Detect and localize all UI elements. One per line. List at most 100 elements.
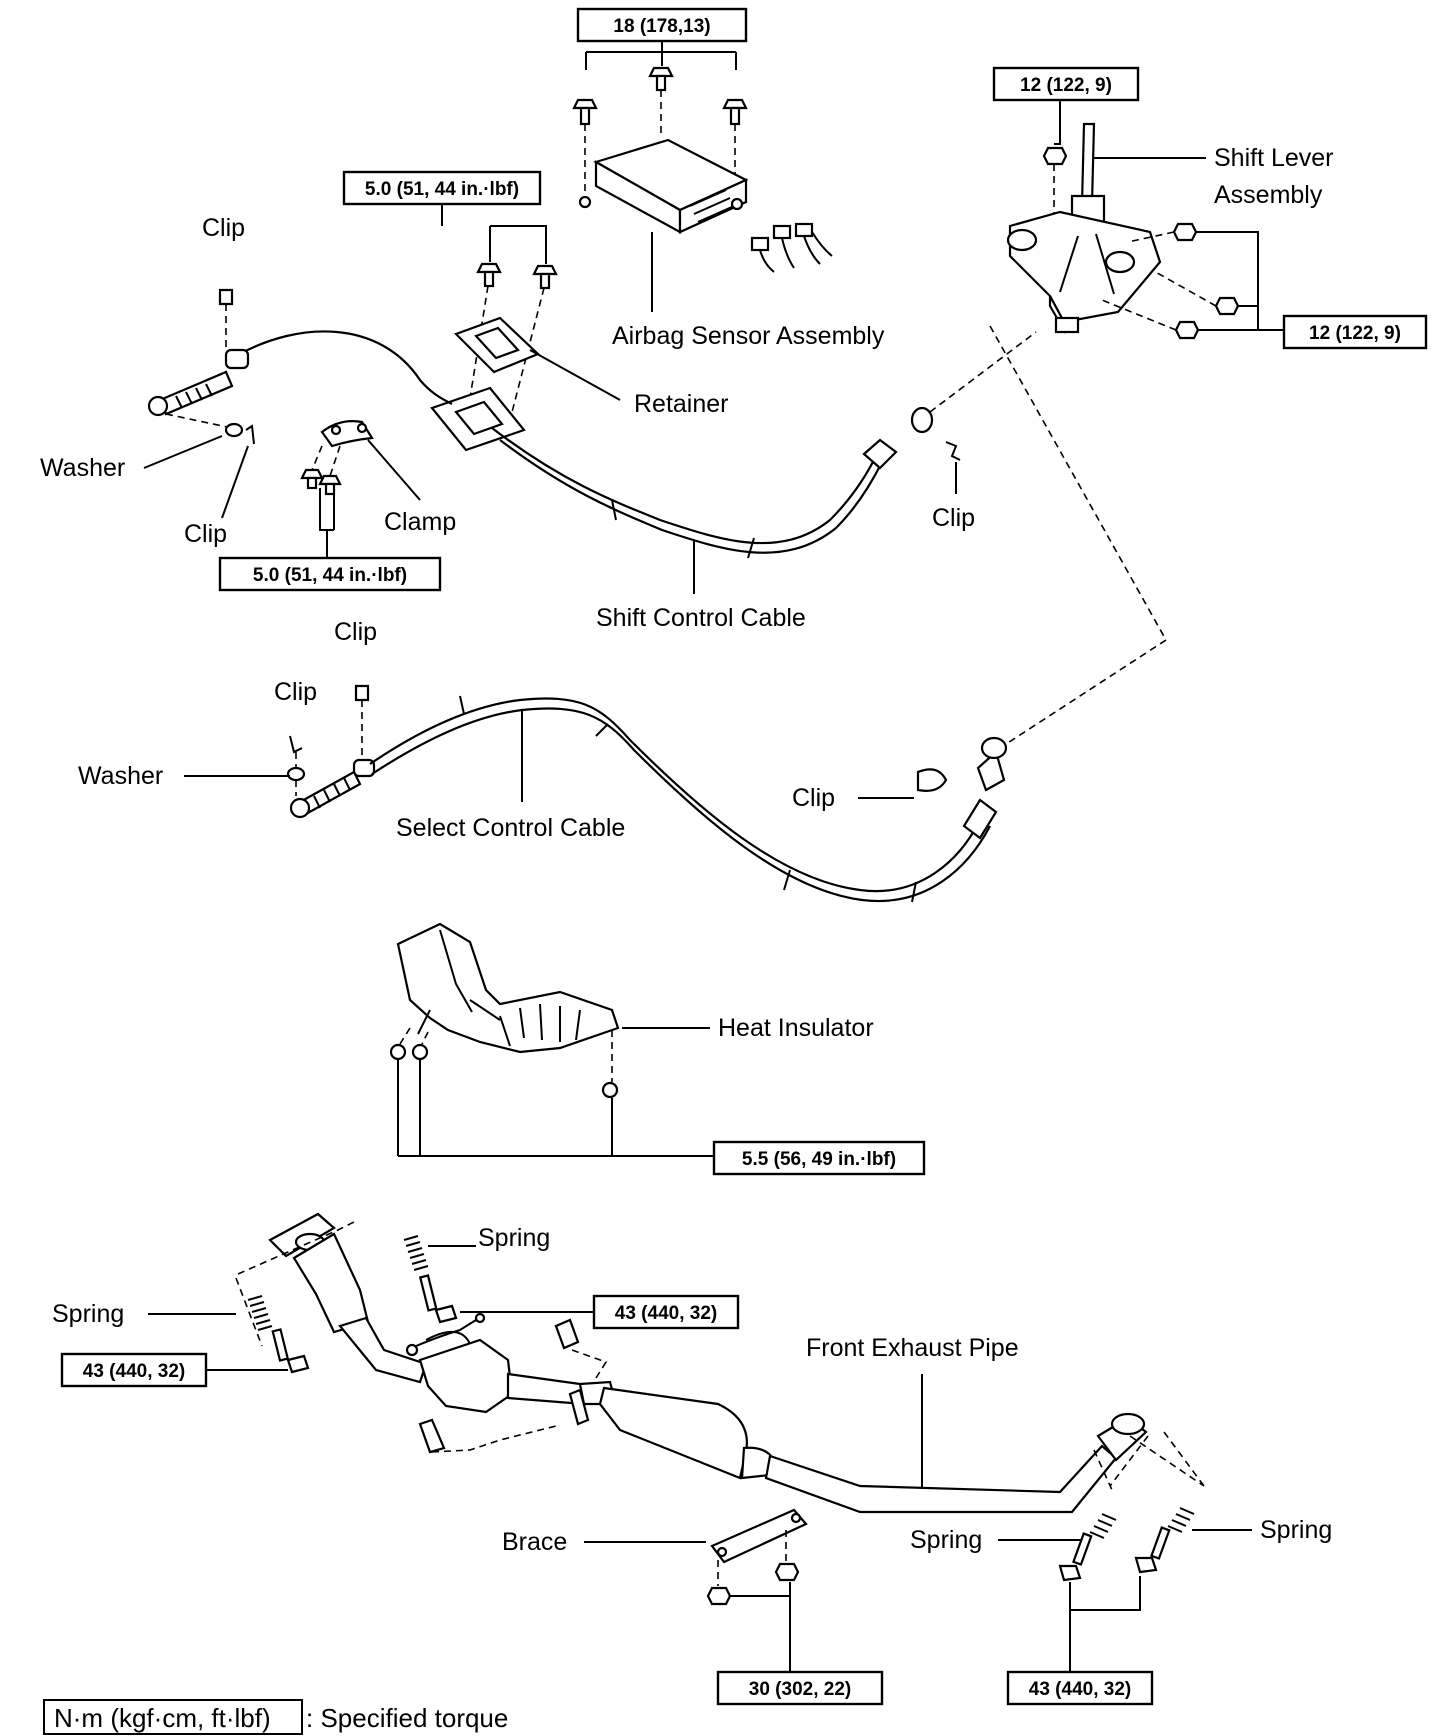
legend-unit-text: N·m (kgf·cm, ft·lbf) <box>54 1703 271 1733</box>
torque-exhaust-front-text: 43 (440, 32) <box>615 1303 717 1324</box>
torque-box-shift-lever-top <box>992 66 1140 102</box>
bolt-icon <box>1134 1526 1171 1574</box>
bolt-icon <box>418 1274 458 1324</box>
nut-icon <box>1214 296 1240 316</box>
legend: N·m (kgf·cm, ft·lbf) : Specified torque <box>43 1699 508 1735</box>
shift-cable-main <box>491 427 877 545</box>
label-clamp: Clamp <box>384 508 456 536</box>
shift-lever-icon <box>1006 122 1162 335</box>
torque-clamp-text: 5.0 (51, 44 in.·lbf) <box>253 565 407 586</box>
spring-icon <box>403 1235 429 1271</box>
heat-insulator-group: Heat Insulator 5.5 (56, 49 in.·lbf) <box>389 922 926 1176</box>
label-shift-lever-1: Shift Lever <box>1214 144 1334 172</box>
label-washer-lower: Washer <box>78 762 163 790</box>
torque-brace-text: 30 (302, 22) <box>749 1679 851 1700</box>
heat-insulator-icon <box>396 922 620 1054</box>
airbag-bolt-icon <box>722 98 748 126</box>
nut-icon <box>774 1562 800 1582</box>
label-spring-top: Spring <box>478 1224 550 1252</box>
label-clip-upper-lower: Clip <box>184 520 227 548</box>
torque-retainer-text: 5.0 (51, 44 in.·lbf) <box>365 179 519 200</box>
airbag-sensor-icon <box>578 138 749 234</box>
bolt-icon <box>318 474 342 496</box>
spring-icon <box>1089 1513 1117 1539</box>
torque-box-brace <box>716 1670 884 1706</box>
cable-end-icon <box>862 406 934 470</box>
clip-icon <box>289 735 303 754</box>
front-exhaust-group: Spring 43 (440, 32) Spring 43 (440, 32) … <box>52 1212 1332 1706</box>
clip-icon <box>916 768 948 792</box>
retainer-group: 5.0 (51, 44 in.·lbf) Retainer <box>342 170 729 452</box>
airbag-bolt-icon <box>648 66 674 92</box>
torque-exhaust-rear-text: 43 (440, 32) <box>1029 1679 1131 1700</box>
airbag-bolt-icon <box>572 98 598 126</box>
torque-box-exhaust-front <box>592 1294 740 1330</box>
nut-icon <box>389 1043 407 1061</box>
cable-end-rod-icon <box>289 758 376 819</box>
torque-box-exhaust-left <box>60 1352 208 1388</box>
torque-shift-lever-nuts-text: 12 (122, 9) <box>1309 323 1401 344</box>
nut-icon <box>601 1081 619 1099</box>
torque-box-retainer <box>342 170 542 206</box>
torque-heat-insulator-text: 5.5 (56, 49 in.·lbf) <box>742 1149 896 1170</box>
label-spring-rear-right: Spring <box>1260 1516 1332 1544</box>
washer-icon <box>224 422 244 438</box>
label-spring-left: Spring <box>52 1300 124 1328</box>
bolt-icon <box>532 264 558 290</box>
torque-exhaust-left-text: 43 (440, 32) <box>83 1361 185 1382</box>
clip-icon <box>245 424 255 445</box>
label-airbag-sensor: Airbag Sensor Assembly <box>612 322 885 350</box>
nut-icon <box>1042 146 1068 166</box>
label-clip-mid-top: Clip <box>334 618 377 646</box>
nut-icon <box>706 1586 732 1606</box>
nut-icon <box>1174 320 1200 340</box>
label-heat-insulator: Heat Insulator <box>718 1014 874 1042</box>
shift-lever-group: 12 (122, 9) Shift Lever Assembly 12 (122… <box>992 66 1428 350</box>
shift-control-cable-group: Clip Washer Clip Clamp 5.0 (51, 44 in.·l… <box>40 214 1037 632</box>
clip-icon <box>218 288 234 306</box>
legend-unit-box <box>43 1699 303 1735</box>
bolt-icon <box>1058 1532 1093 1582</box>
legend-description: : Specified torque <box>306 1703 508 1733</box>
nut-icon <box>1172 222 1198 242</box>
clamp-icon <box>320 420 374 448</box>
bolt-icon <box>476 262 502 288</box>
brace-icon <box>710 1508 808 1564</box>
label-select-control-cable: Select Control Cable <box>396 814 625 842</box>
label-front-exhaust-pipe: Front Exhaust Pipe <box>806 1334 1019 1362</box>
label-clip-right-lower: Clip <box>792 784 835 812</box>
hanger-icon <box>418 1318 590 1454</box>
select-control-cable-group: Clip Clip Washer Select Control Cable Cl… <box>78 325 1168 903</box>
spring-icon <box>247 1295 273 1331</box>
label-shift-lever-2: Assembly <box>1214 181 1323 209</box>
retainer-icon <box>454 316 540 374</box>
torque-box-exhaust-rear <box>1006 1670 1154 1706</box>
label-retainer: Retainer <box>634 390 729 418</box>
spring-icon <box>1167 1507 1195 1533</box>
label-clip-right-upper: Clip <box>932 504 975 532</box>
connector-icon <box>750 222 833 273</box>
label-clip-mid-left: Clip <box>274 678 317 706</box>
washer-icon <box>286 766 306 782</box>
shift-cable-front <box>235 330 453 405</box>
nut-icon <box>411 1043 429 1061</box>
clip-icon <box>945 441 961 461</box>
label-brace: Brace <box>502 1528 567 1556</box>
label-clip-top-left: Clip <box>202 214 245 242</box>
label-shift-control-cable: Shift Control Cable <box>596 604 806 632</box>
exhaust-pipe-icon <box>268 1212 1148 1514</box>
airbag-sensor-group: 18 (178,13) Airbag Sensor Assembly <box>572 7 885 350</box>
torque-airbag-text: 18 (178,13) <box>613 16 710 37</box>
torque-box-heat-insulator <box>712 1140 926 1176</box>
torque-shift-lever-top-text: 12 (122, 9) <box>1020 75 1112 96</box>
cable-end-rod-icon <box>147 348 250 417</box>
select-cable-main <box>369 697 981 893</box>
clip-icon <box>354 684 370 702</box>
label-washer-upper: Washer <box>40 454 125 482</box>
label-spring-rear-left: Spring <box>910 1526 982 1554</box>
bolt-icon <box>300 468 324 490</box>
cable-end-icon <box>962 736 1008 840</box>
bolt-icon <box>271 1328 310 1374</box>
torque-box-shift-lever-nuts <box>1282 314 1428 350</box>
